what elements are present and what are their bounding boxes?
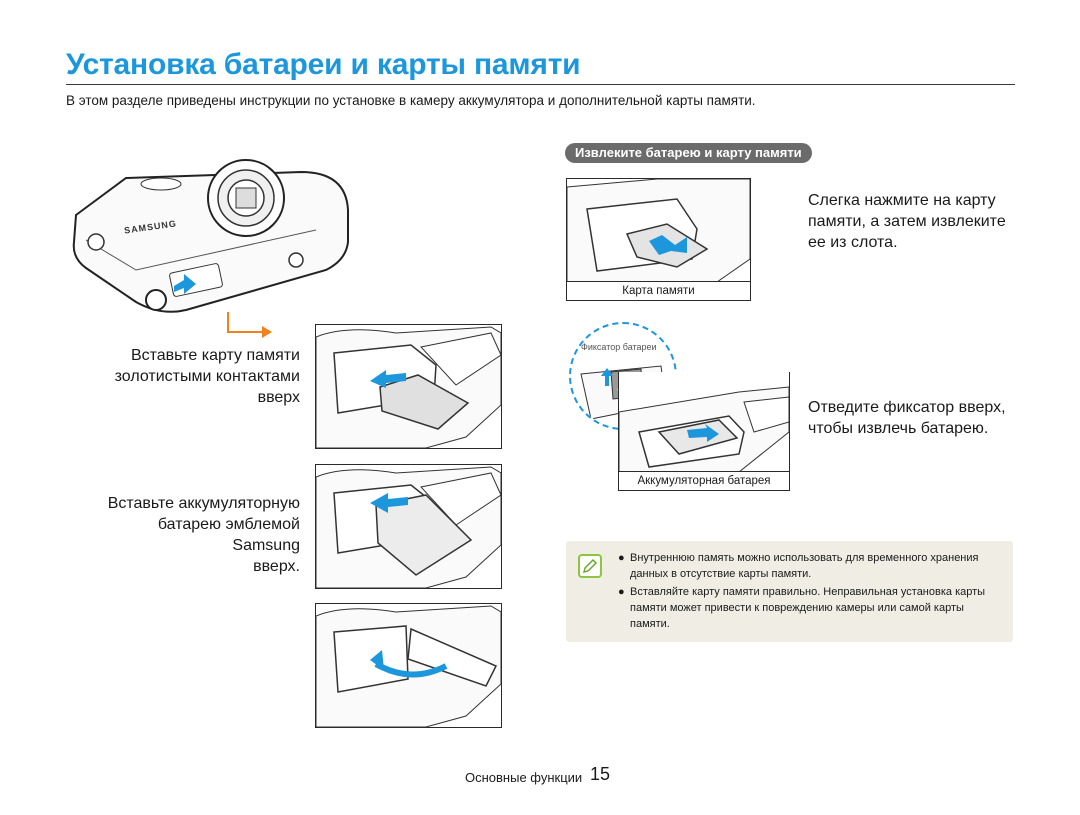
step-battery-line: Вставьте аккумуляторную [107,495,300,512]
bullet-icon: ● [618,552,625,564]
note-item: ● Вставляйте карту памяти правильно. Неп… [618,584,1006,632]
remove-card-line: ее из слота. [808,234,898,251]
note-pencil-icon [578,554,602,578]
card-caption: Карта памяти [567,281,750,300]
page-number: 15 [590,764,611,784]
step-battery-line: батарею эмблемой Samsung [157,516,300,554]
footer-section-label: Основные функции [465,770,583,785]
note-list: ● Внутреннюю память можно использовать д… [618,550,1006,634]
note-item: ● Внутреннюю память можно использовать д… [618,550,1006,582]
note-item-text: Вставляйте карту памяти правильно. Непра… [630,586,986,630]
note-box: ● Внутреннюю память можно использовать д… [566,541,1013,642]
remove-card-line: памяти, а затем извлеките [808,213,1006,230]
step-battery-line: вверх. [253,558,300,575]
step-insert-battery: Вставьте аккумуляторную батарею эмблемой… [90,493,300,577]
remove-battery-line: чтобы извлечь батарею. [808,420,989,437]
section-title-badge: Извлеките батарею и карту памяти [565,143,812,163]
battery-caption: Аккумуляторная батарея [619,471,789,490]
note-item-text: Внутреннюю память можно использовать для… [630,552,979,580]
latch-close-figure [315,603,502,728]
battery-insert-figure [315,464,502,589]
step-card-line: Вставьте карту памяти [130,347,300,364]
step-remove-card: Слегка нажмите на карту памяти, а затем … [808,190,1028,253]
camera-illustration: SAMSUNG [66,150,366,340]
remove-card-line: Слегка нажмите на карту [808,192,996,209]
card-remove-figure: Карта памяти [566,178,751,301]
step-insert-card: Вставьте карту памяти золотистыми контак… [90,345,300,408]
page-title: Установка батареи и карты памяти [66,48,581,81]
pointer-arrow-icon [226,312,276,342]
latch-label: Фиксатор батареи [581,342,657,352]
intro-text: В этом разделе приведены инструкции по у… [66,93,756,108]
battery-remove-figure: Аккумуляторная батарея [618,372,790,491]
remove-battery-line: Отведите фиксатор вверх, [808,399,1006,416]
title-divider [66,84,1015,85]
step-card-line: золотистыми контактами [114,368,300,385]
card-insert-figure [315,324,502,449]
bullet-icon: ● [618,586,625,598]
step-remove-battery: Отведите фиксатор вверх, чтобы извлечь б… [808,397,1028,439]
step-card-line: вверх [257,389,300,406]
